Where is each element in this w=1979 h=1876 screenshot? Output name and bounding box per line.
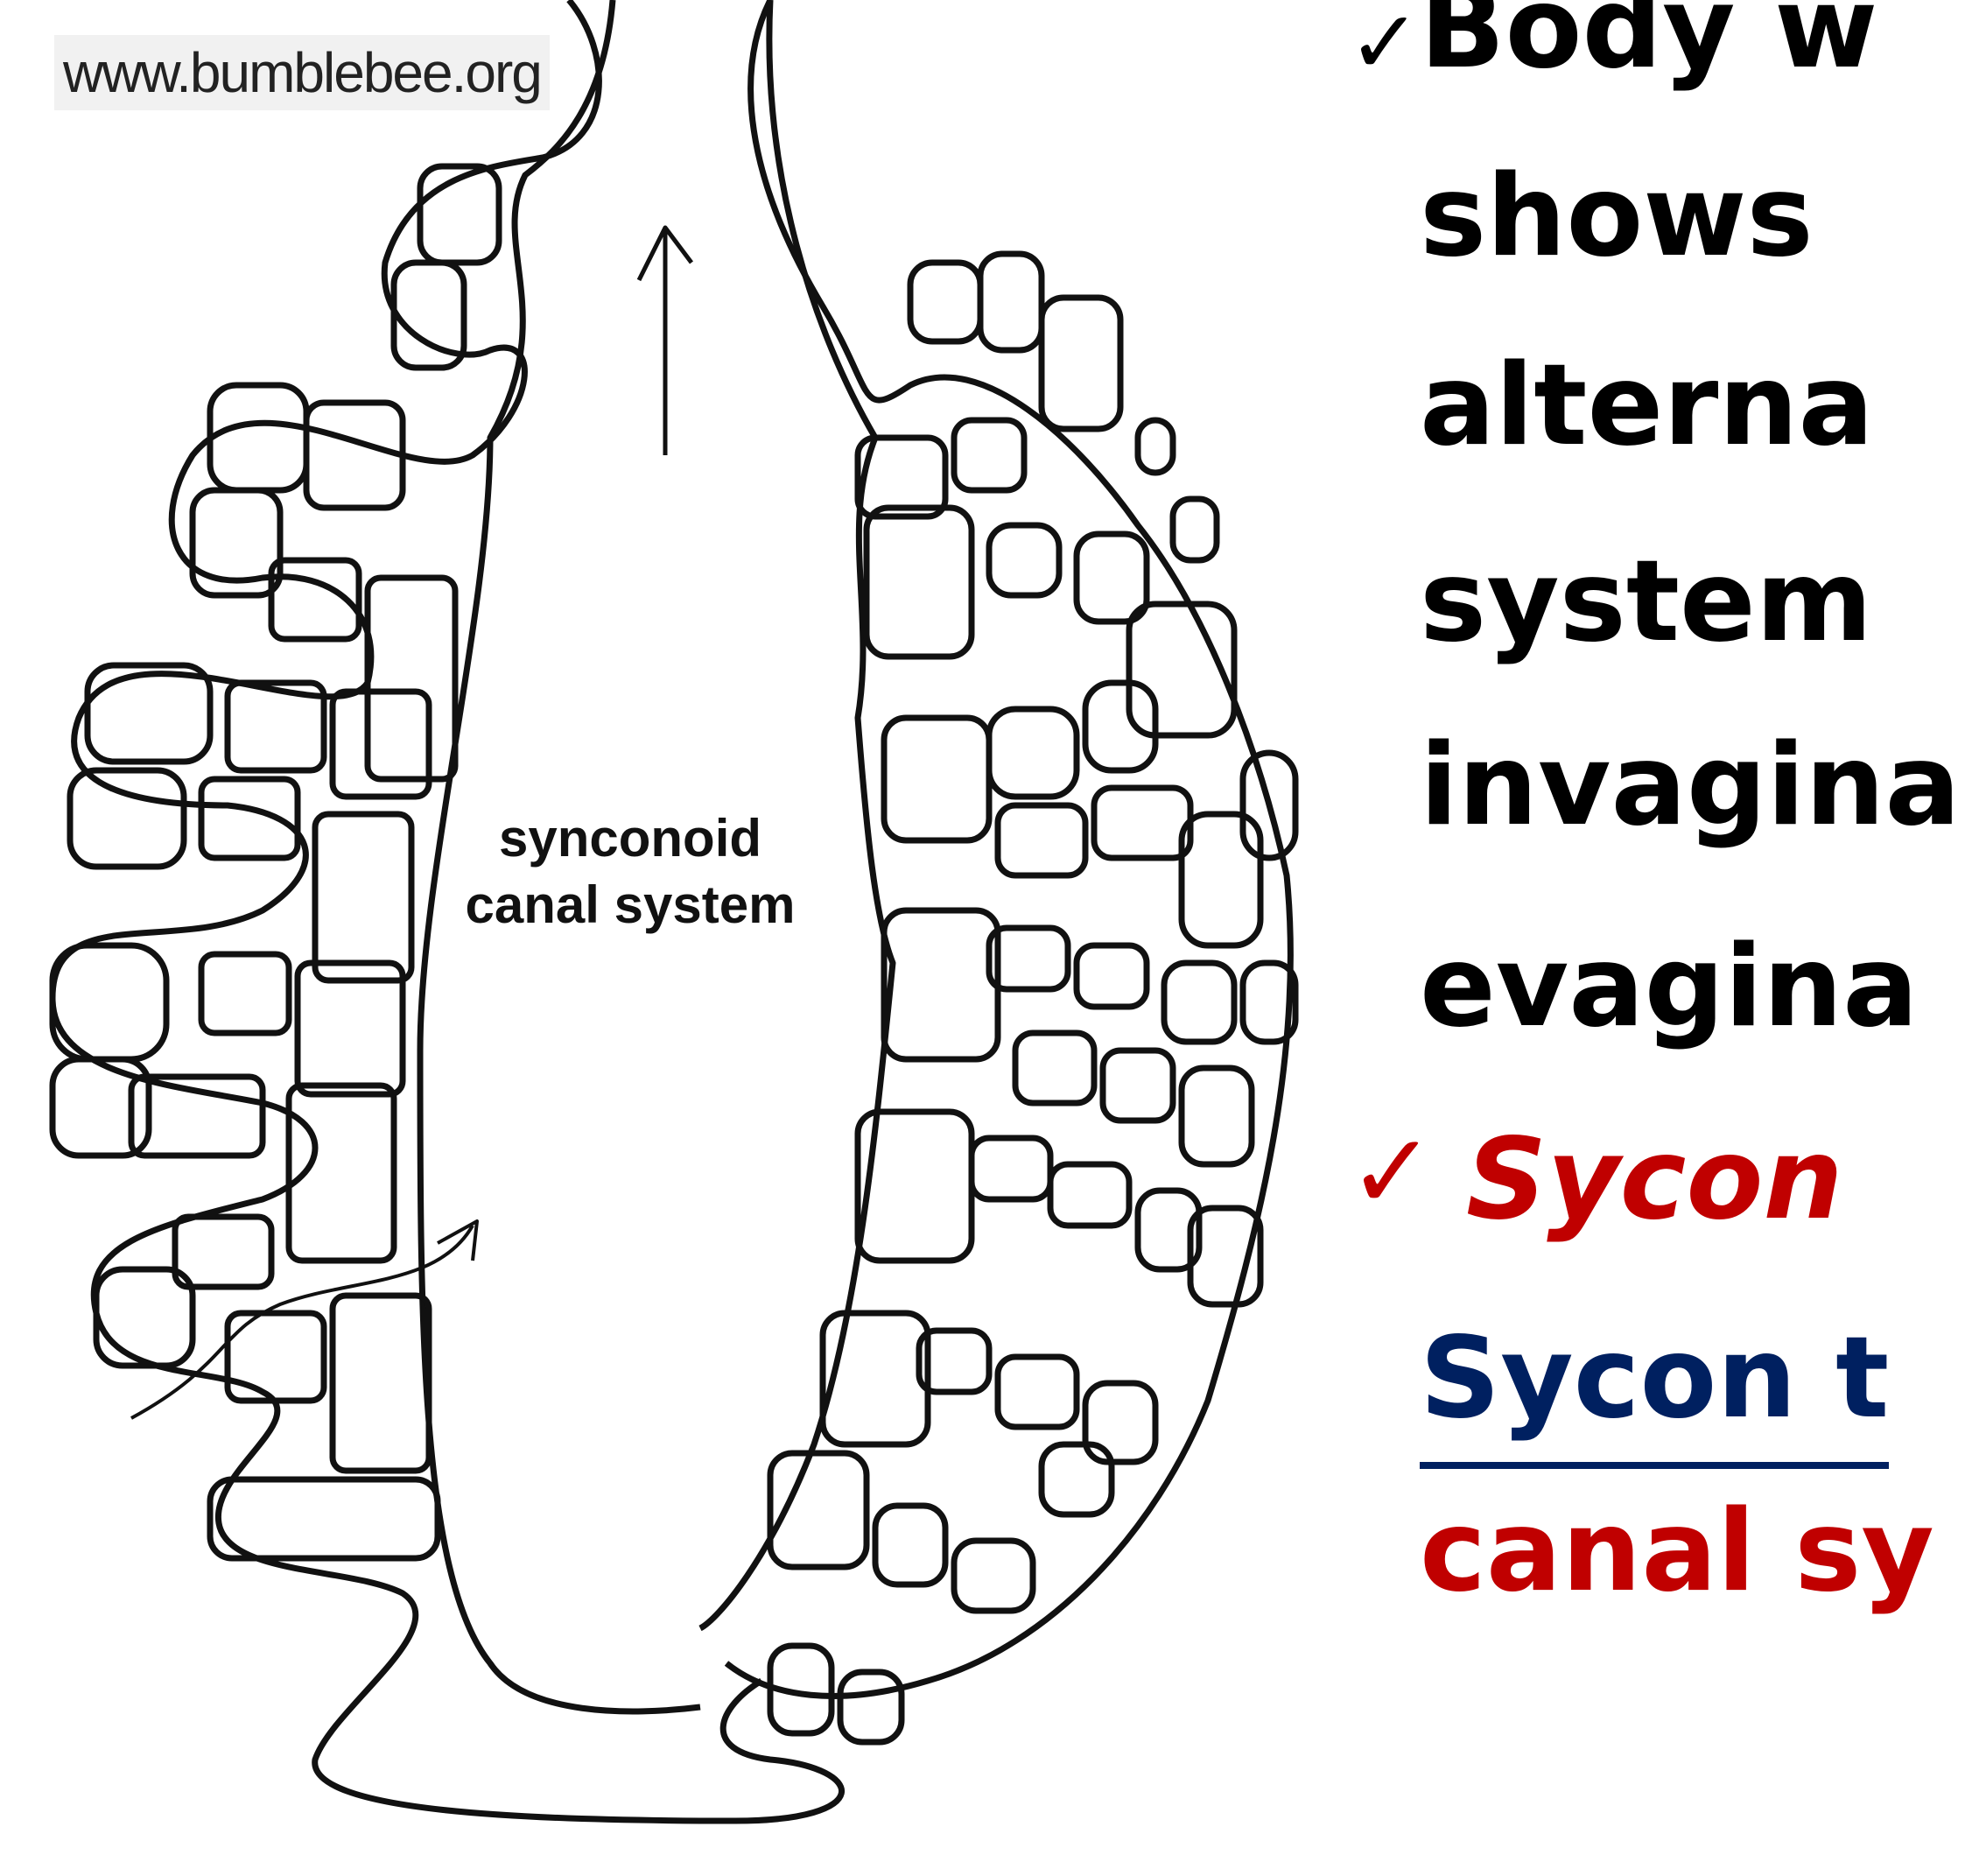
radial-chamber	[1134, 417, 1176, 476]
radial-chamber	[1082, 1380, 1159, 1465]
radial-chamber	[1073, 530, 1150, 625]
radial-chamber	[837, 1669, 905, 1746]
heading-canal-system: canal sy	[1420, 1486, 1934, 1617]
radial-chamber	[872, 1502, 949, 1588]
osculum-arrow	[636, 225, 693, 455]
radial-chamber	[1047, 1161, 1133, 1229]
radial-chamber	[863, 504, 975, 660]
radial-chamber	[93, 1266, 196, 1369]
radial-chamber	[994, 1353, 1080, 1430]
radial-chamber	[172, 1213, 275, 1290]
radial-chamber	[268, 557, 362, 643]
radial-chamber	[329, 1292, 432, 1474]
radial-chamber	[1169, 495, 1220, 564]
radial-chamber	[986, 924, 1071, 993]
radial-chamber	[951, 417, 1028, 494]
radial-chamber	[907, 259, 984, 345]
radial-chamber	[49, 1056, 152, 1159]
diagram-label-line1: synconoid	[498, 809, 762, 868]
radial-chamber	[207, 382, 310, 494]
right-wall-outline	[724, 0, 1294, 1699]
radial-chamber	[1012, 1029, 1098, 1107]
radial-chamber	[881, 714, 993, 844]
radial-chamber	[294, 959, 406, 1098]
radial-chamber	[1038, 294, 1124, 432]
radial-chamber	[303, 399, 406, 511]
radial-chamber	[994, 802, 1089, 879]
synconoid-canal-diagram	[49, 0, 1299, 1824]
radial-chamber	[854, 434, 949, 520]
diagram-label-line2: canal system	[465, 875, 796, 934]
radial-chamber	[819, 1310, 931, 1448]
radial-chamber	[881, 907, 1001, 1063]
radial-chamber	[986, 522, 1063, 599]
radial-chamber	[986, 706, 1080, 800]
radial-chamber	[1091, 784, 1194, 861]
right-wall-inner	[698, 0, 896, 1632]
radial-chamber	[224, 679, 327, 774]
radial-chamber	[417, 163, 502, 266]
radial-chamber	[1134, 1187, 1203, 1273]
radial-chamber	[977, 250, 1045, 354]
left-chambers	[49, 163, 502, 1562]
bullet1-line6: evagina	[1420, 922, 1919, 1052]
radial-chamber	[312, 811, 415, 984]
radial-chamber	[1178, 811, 1264, 949]
bullet1-line4: system	[1420, 537, 1873, 667]
radial-chamber	[198, 776, 301, 861]
radial-chamber	[1187, 1205, 1264, 1308]
bullet1-line1: Body w	[1420, 0, 1878, 94]
radial-chamber	[285, 1082, 397, 1264]
radial-chamber	[329, 688, 432, 800]
radial-chamber	[767, 1642, 835, 1737]
radial-chamber	[916, 1327, 993, 1395]
water-flow-arrow	[130, 1219, 479, 1420]
radial-chamber	[1099, 1047, 1176, 1124]
right-chambers	[767, 250, 1299, 1746]
radial-chamber	[968, 1135, 1054, 1203]
radial-chamber	[1178, 1064, 1255, 1168]
bullet1-line3: alterna	[1420, 341, 1874, 471]
heading-sycon-type: Sycon t	[1420, 1296, 1890, 1469]
radial-chamber	[84, 662, 214, 765]
radial-chamber	[364, 574, 459, 783]
bullet1-line5: invagina	[1420, 720, 1961, 851]
check-icon-red: ✓	[1348, 1112, 1436, 1233]
radial-chamber	[189, 487, 284, 599]
radial-chamber	[67, 767, 187, 870]
radial-chamber	[207, 1476, 441, 1562]
radial-chamber	[1038, 1441, 1115, 1518]
radial-chamber	[767, 1450, 870, 1570]
bullet1-line2: shows	[1420, 151, 1814, 282]
radial-chamber	[951, 1537, 1036, 1614]
radial-chamber	[1239, 749, 1299, 861]
bullet2-sycon: Sycon	[1466, 1114, 1843, 1245]
radial-chamber	[224, 1310, 327, 1404]
radial-chamber	[128, 1073, 266, 1159]
radial-chamber	[390, 259, 467, 371]
radial-chamber	[1239, 959, 1299, 1045]
check-icon: ✓	[1348, 0, 1421, 94]
watermark-bumblebee: www.bumblebee.org	[54, 35, 550, 110]
radial-chamber	[198, 951, 292, 1036]
radial-chamber	[1082, 679, 1159, 774]
radial-chamber	[1073, 942, 1150, 1010]
central-cavity-left	[417, 0, 701, 1715]
radial-chamber	[1161, 959, 1238, 1045]
radial-chamber	[1126, 601, 1238, 739]
